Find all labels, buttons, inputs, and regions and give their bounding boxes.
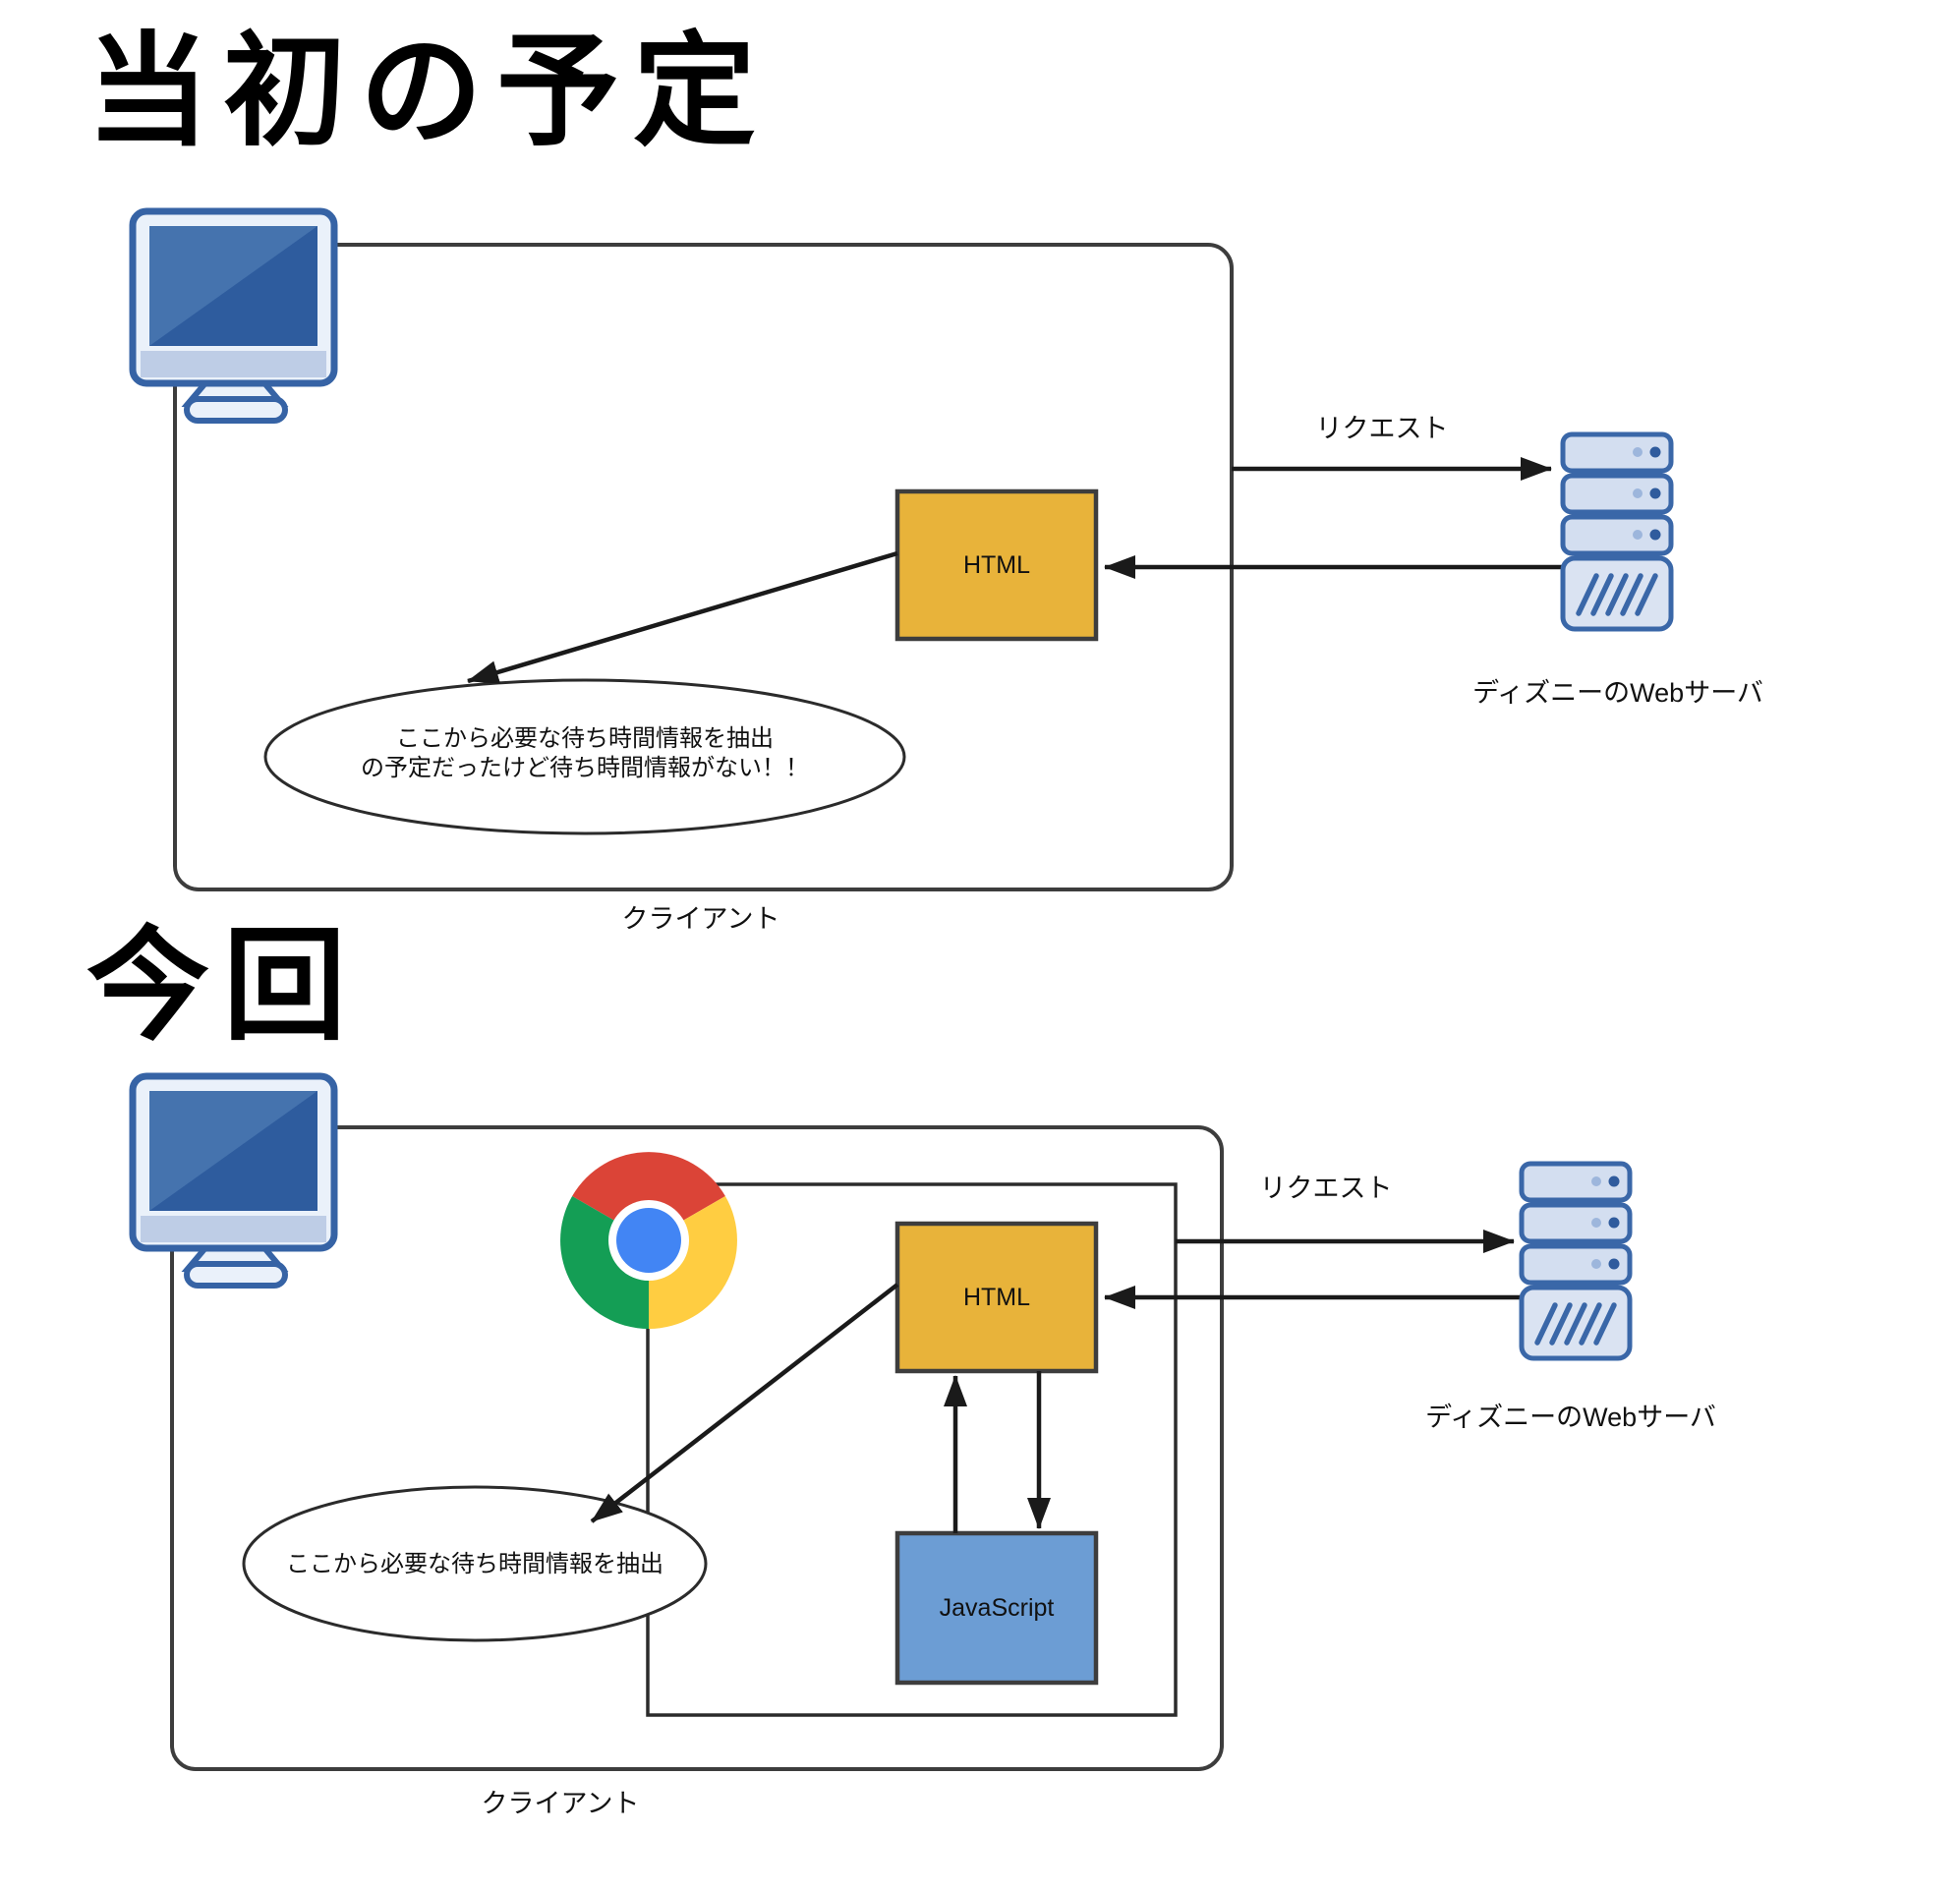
server-label: ディズニーのWebサーバ <box>1472 678 1763 708</box>
html-box-top <box>894 488 1099 642</box>
client-label: クライアント <box>481 1789 640 1818</box>
server-icon <box>1563 434 1671 629</box>
html-box-label: HTML <box>962 550 1031 579</box>
note-line-1: ここから必要な待ち時間情報を抽出 <box>396 725 774 752</box>
server-label: ディズニーのWebサーバ <box>1425 1403 1716 1432</box>
html-box-label: HTML <box>962 1283 1031 1311</box>
html-box-bottom <box>894 1221 1099 1374</box>
javascript-box-label: JavaScript <box>939 1593 1055 1622</box>
request-label: リクエスト <box>1259 1174 1393 1203</box>
note-ellipse-bottom <box>242 1485 708 1642</box>
note-line-2: の予定だったけど待ち時間情報がない！！ <box>361 755 809 781</box>
request-label: リクエスト <box>1315 414 1449 443</box>
note-text-top: ここから必要な待ち時間情報を抽出 の予定だったけど待ち時間情報がない！！ <box>265 724 904 783</box>
server-icon <box>1522 1164 1630 1358</box>
extract-arrow-top <box>467 550 898 684</box>
extract-arrow-bottom <box>590 1283 899 1523</box>
note-ellipse-top <box>263 678 906 835</box>
client-label: クライアント <box>621 904 780 934</box>
section-title-this-time: 今回 <box>86 918 360 1055</box>
javascript-box <box>894 1530 1099 1686</box>
client-boundary-bottom <box>170 1125 1224 1771</box>
section-title-original-plan: 当初の予定 <box>86 24 770 160</box>
chrome-icon <box>560 1152 737 1329</box>
monitor-icon <box>133 1076 334 1286</box>
note-text-bottom: ここから必要な待ち時間情報を抽出 <box>286 1551 663 1577</box>
browser-boundary <box>646 1182 1178 1717</box>
monitor-icon <box>133 211 334 421</box>
